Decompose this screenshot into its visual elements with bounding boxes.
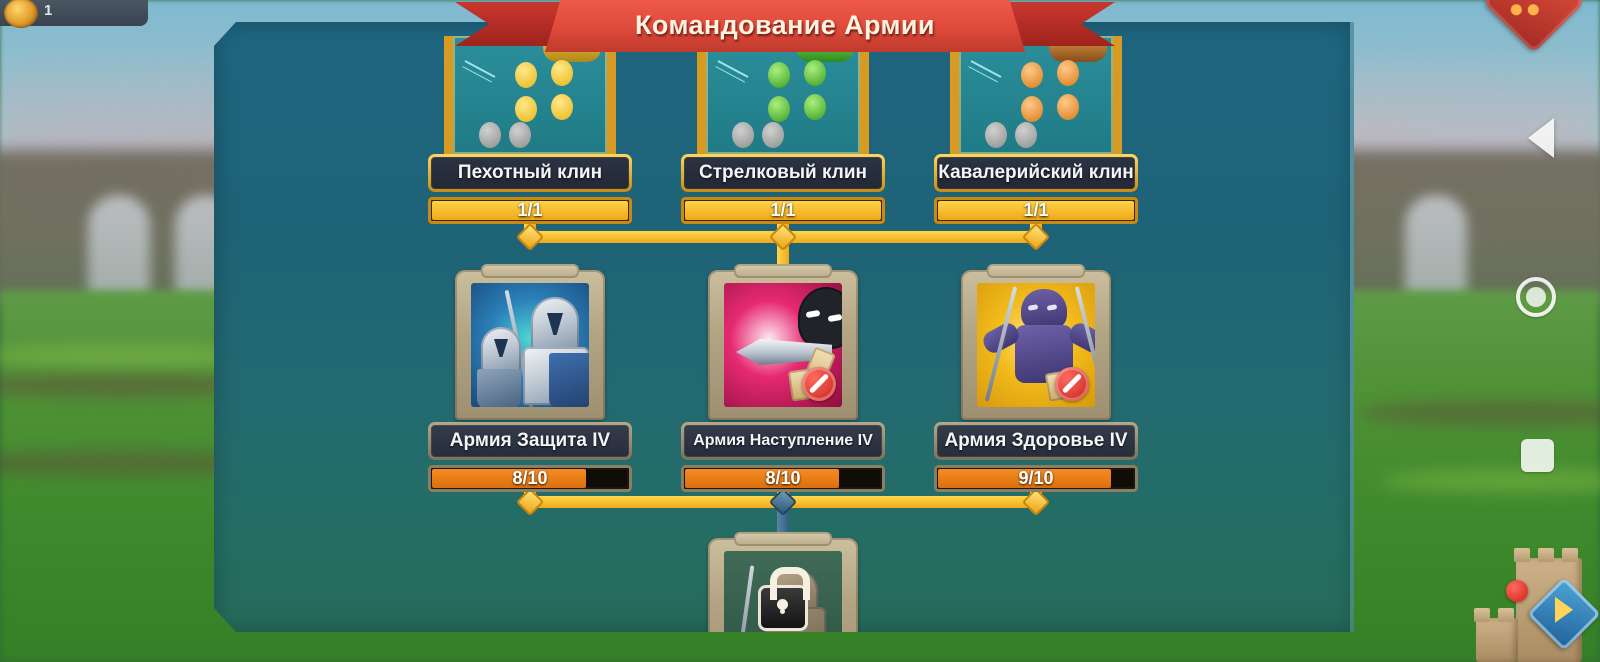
castle-merlon: [1498, 608, 1514, 622]
tech-node-ranged-wedge[interactable]: Стрелковый клин 1/1: [681, 36, 885, 224]
army-command-panel: Пехотный клин 1/1 Ст: [214, 22, 1354, 632]
tech-node-infantry-wedge[interactable]: Пехотный клин 1/1: [428, 36, 632, 224]
node-artwork: [455, 270, 605, 420]
node-label: Кавалерийский клин: [938, 162, 1134, 183]
formation-pips: [706, 36, 860, 154]
connector-node: [1022, 223, 1050, 251]
node-progress-bar: 9/10: [934, 465, 1138, 492]
background-furrow: [1360, 400, 1600, 426]
castle-merlon: [1474, 608, 1490, 622]
progress-fill: [685, 469, 839, 488]
progress-text: 1/1: [770, 200, 796, 220]
node-label-plate: Армия Наступление IV: [681, 422, 885, 460]
hud-resource-strip[interactable]: 1: [0, 0, 148, 28]
castle-merlon: [1538, 548, 1554, 562]
node-progress-bar: 8/10: [428, 465, 632, 492]
progress-text: 1/1: [517, 200, 543, 220]
castle-merlon: [1562, 548, 1578, 562]
blocked-badge-icon: [802, 367, 836, 401]
node-progress-bar: 1/1: [681, 197, 885, 224]
connector-node: [516, 223, 544, 251]
node-artwork: [697, 36, 869, 154]
castle-merlon: [1514, 548, 1530, 562]
node-label-plate: Пехотный клин: [428, 154, 632, 192]
connector-node-locked: [769, 488, 797, 516]
node-label-plate: Кавалерийский клин: [934, 154, 1138, 192]
node-label: Стрелковый клин: [699, 162, 867, 183]
progress-text: 8/10: [765, 468, 801, 488]
connector-node: [1022, 488, 1050, 516]
progress-text: 9/10: [1018, 468, 1054, 488]
recents-square-icon[interactable]: [1521, 439, 1554, 472]
background-grass-band: [0, 345, 280, 367]
node-progress-bar: 8/10: [681, 465, 885, 492]
node-label: Армия Наступление IV: [693, 432, 873, 449]
castle-widget[interactable]: [1460, 542, 1600, 662]
connector-node: [769, 223, 797, 251]
node-artwork: [961, 270, 1111, 420]
artwork-dark-blade: [724, 283, 842, 407]
tech-node-cavalry-wedge[interactable]: Кавалерийский клин 1/1: [934, 36, 1138, 224]
progress-fill: [938, 469, 1111, 488]
connector-node: [516, 488, 544, 516]
tech-node-army-attack[interactable]: Армия Наступление IV 8/10: [681, 270, 885, 492]
hud-resource-value: 1: [44, 2, 53, 19]
castle-icon: [1476, 618, 1518, 662]
blocked-badge-icon: [1055, 367, 1089, 401]
gold-coin-icon: [4, 0, 38, 28]
background-grass-band: [1380, 470, 1600, 492]
shield2-icon: [477, 369, 521, 407]
node-artwork: [950, 36, 1122, 154]
artwork-knights: [471, 283, 589, 407]
tech-node-army-defense[interactable]: Армия Защита IV 8/10: [428, 270, 632, 492]
node-progress-bar: 1/1: [428, 197, 632, 224]
panel-edge-highlight: [1350, 22, 1354, 632]
page-title: Командование Армии: [635, 9, 935, 40]
shield-icon: [549, 353, 589, 407]
notification-dot: [1506, 580, 1528, 602]
back-triangle-icon[interactable]: [1528, 118, 1554, 158]
ribbon-body: Командование Армии: [545, 0, 1025, 52]
progress-text: 8/10: [512, 468, 548, 488]
lock-icon: [761, 588, 805, 628]
formation-pips: [453, 36, 607, 154]
node-label-plate: Армия Здоровье IV: [934, 422, 1138, 460]
node-artwork: [708, 270, 858, 420]
node-label: Армия Здоровье IV: [944, 430, 1128, 451]
formation-pips: [959, 36, 1113, 154]
progress-fill: [685, 201, 881, 220]
home-circle-icon[interactable]: [1516, 277, 1556, 317]
node-label-plate: Армия Защита IV: [428, 422, 632, 460]
node-progress-bar: 1/1: [934, 197, 1138, 224]
progress-fill: [432, 201, 628, 220]
node-label: Пехотный клин: [457, 162, 603, 183]
progress-fill: [938, 201, 1134, 220]
progress-fill: [432, 469, 586, 488]
node-label-plate: Стрелковый клин: [681, 154, 885, 192]
tech-node-army-health[interactable]: Армия Здоровье IV 9/10: [934, 270, 1138, 492]
progress-text: 1/1: [1023, 200, 1049, 220]
node-label: Армия Защита IV: [449, 430, 611, 451]
panel-title-ribbon: Командование Армии: [455, 0, 1115, 60]
node-artwork: [444, 36, 616, 154]
artwork-ape-brute: [977, 283, 1095, 407]
